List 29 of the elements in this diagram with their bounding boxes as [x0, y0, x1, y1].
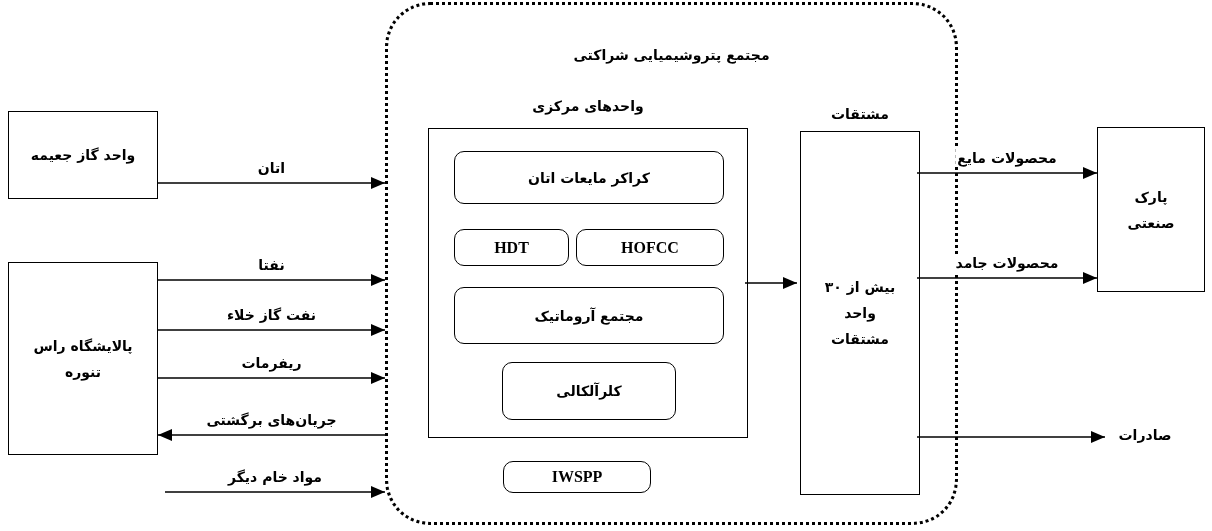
arrow: [157, 429, 386, 441]
rounded-box: HDT: [454, 229, 569, 266]
edge-label: ریفرمات: [239, 354, 304, 372]
output-label: صادرات: [1118, 427, 1172, 443]
arrow: [157, 372, 386, 384]
arrow: [916, 431, 1106, 443]
rounded-box: مجتمع آروماتیک: [454, 287, 724, 344]
arrow: [744, 277, 798, 289]
arrow: [916, 272, 1098, 284]
heading: واحدهای مرکزی: [532, 98, 644, 114]
process-box: واحد گاز جعیمه: [8, 111, 158, 199]
arrow: [157, 324, 386, 336]
complex-boundary: [385, 2, 958, 525]
arrow: [916, 167, 1098, 179]
edge-label: محصولات مایع: [955, 149, 1059, 167]
heading: مجتمع پتروشیمیایی شراکتی: [573, 47, 770, 63]
process-box: پالایشگاه راس تنوره: [8, 262, 158, 455]
arrow: [164, 486, 386, 498]
arrow: [157, 274, 386, 286]
rounded-box: HOFCC: [576, 229, 724, 266]
unit-count-text: بیش از ۳۰ واحد مشتقات: [823, 278, 897, 349]
rounded-box: کراکر مایعات اتان: [454, 151, 724, 204]
edge-label: جریان‌های برگشتی: [204, 411, 339, 429]
edge-label: محصولات جامد: [953, 254, 1061, 272]
arrow: [157, 177, 386, 189]
rounded-box: کلرآلکالی: [502, 362, 676, 420]
rounded-box: IWSPP: [503, 461, 651, 493]
heading: مشتقات: [831, 105, 889, 124]
process-box: پارک صنعتی: [1097, 127, 1205, 292]
